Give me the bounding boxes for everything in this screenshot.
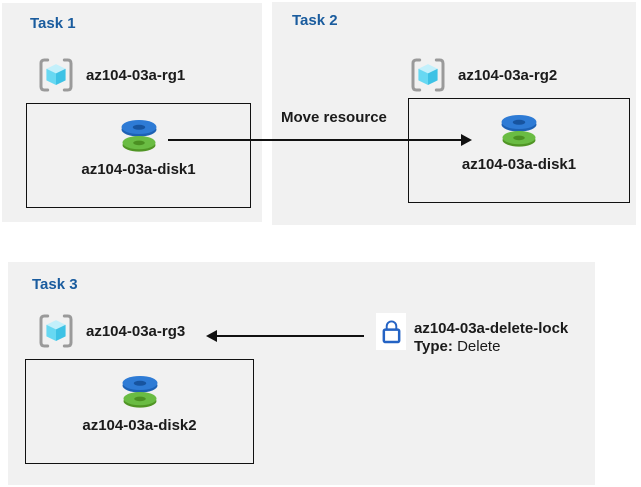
task1-resource-name: az104-03a-disk1 [81, 161, 196, 178]
lock-name: az104-03a-delete-lock [414, 320, 569, 337]
resource-group-icon [36, 55, 76, 95]
task1-heading: Task 1 [30, 15, 76, 32]
task3-panel: Task 3 az104-03a-rg3 az104-03a-disk2 [8, 262, 595, 485]
task2-panel: Task 2 az104-03a-rg2 az104-03a-disk1 [272, 2, 636, 225]
task1-resource-group: az104-03a-rg1 [36, 55, 185, 95]
task2-resource-group: az104-03a-rg2 [408, 55, 557, 95]
lock-type-label: Type: [414, 338, 453, 355]
arrow-left-icon [206, 330, 364, 342]
arrow-head [461, 134, 472, 146]
arrow-head [206, 330, 217, 342]
arrow-line [168, 139, 463, 141]
task3-heading: Task 3 [32, 276, 78, 293]
task2-heading: Task 2 [292, 12, 338, 29]
task3-resource-name: az104-03a-disk2 [82, 417, 197, 434]
resource-group-icon [408, 55, 448, 95]
arrow-line [215, 335, 364, 337]
task1-resource-group-name: az104-03a-rg1 [86, 66, 186, 84]
task2-resource-name: az104-03a-disk1 [461, 156, 577, 173]
task3-resource-box: az104-03a-disk2 [25, 359, 254, 464]
task1-panel: Task 1 az104-03a-rg1 az104-03a-disk1 [2, 3, 262, 222]
lock-type-line: Type: Delete [414, 338, 568, 356]
task2-resource-box: az104-03a-disk1 [408, 98, 630, 203]
move-resource-label: Move resource [281, 109, 387, 126]
task1-resource-box: az104-03a-disk1 [26, 103, 251, 208]
disk-icon [120, 374, 160, 408]
lock-icon [376, 313, 406, 350]
lock-icon-glyph [380, 317, 403, 346]
disk-icon [119, 118, 159, 152]
task2-resource-group-name: az104-03a-rg2 [458, 66, 558, 84]
task3-resource-group: az104-03a-rg3 [36, 311, 185, 351]
task3-resource-group-name: az104-03a-rg3 [86, 322, 186, 340]
lock-annotation: az104-03a-delete-lock Type: Delete [414, 320, 568, 356]
resource-group-icon [36, 311, 76, 351]
lock-type-value: Delete [457, 338, 501, 355]
arrow-right-icon [168, 134, 472, 146]
disk-icon [499, 113, 539, 147]
